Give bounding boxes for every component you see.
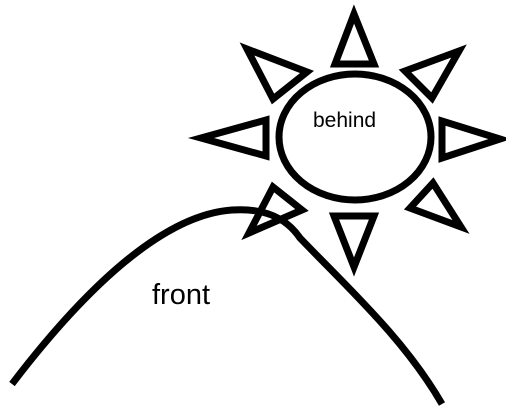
front-label: front bbox=[152, 279, 210, 311]
sun-ray-top bbox=[335, 14, 374, 64]
sun-ray-bottom-right bbox=[410, 183, 461, 227]
behind-label: behind bbox=[313, 109, 376, 132]
sun-ray-top-right bbox=[405, 51, 459, 98]
hill-curve bbox=[12, 210, 442, 404]
sun bbox=[201, 14, 500, 267]
sun-ray-bottom bbox=[334, 216, 374, 267]
sun-ray-right bbox=[442, 121, 500, 158]
sun-ray-left bbox=[201, 120, 266, 156]
sun-body bbox=[279, 74, 431, 200]
